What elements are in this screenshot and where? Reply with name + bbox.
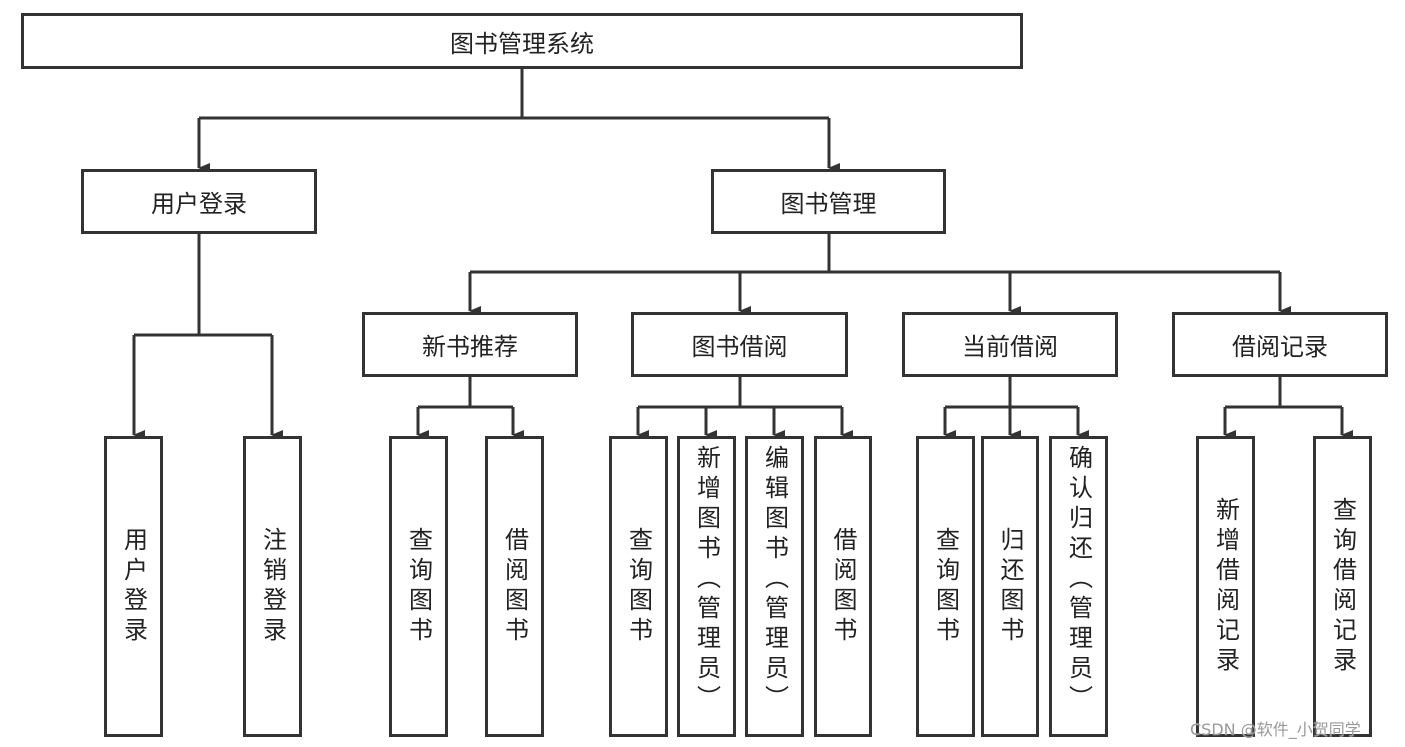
node-book-management: 图书管理 — [711, 169, 946, 234]
node-login: 用户登录 — [104, 436, 163, 737]
node-label: 归还图书 — [996, 526, 1024, 647]
node-user-login: 用户登录 — [81, 169, 317, 234]
node-edit-book-admin: 编辑图书（管理员） — [745, 436, 804, 737]
node-label: 用户登录 — [119, 526, 148, 647]
node-label: 借阅图书 — [500, 526, 529, 647]
node-label: 新增图书（管理员） — [692, 445, 721, 715]
node-borrow-records: 借阅记录 — [1172, 312, 1388, 377]
node-borrow-book: 借阅图书 — [814, 436, 872, 737]
node-book-borrow: 图书借阅 — [631, 312, 848, 377]
node-label: 图书管理系统 — [450, 29, 594, 58]
node-current-borrow: 当前借阅 — [902, 312, 1118, 377]
node-query-book: 查询图书 — [916, 436, 975, 737]
node-label: 查询图书 — [624, 526, 653, 647]
node-borrow-book: 借阅图书 — [485, 436, 544, 737]
node-label: 图书管理 — [780, 190, 877, 218]
node-label: 借阅记录 — [1232, 333, 1328, 361]
node-label: 查询图书 — [404, 526, 433, 647]
node-return-book: 归还图书 — [981, 436, 1039, 737]
node-root: 图书管理系统 — [21, 13, 1023, 69]
node-add-borrow-record: 新增借阅记录 — [1196, 436, 1255, 737]
watermark: CSDN @软件_小贺同学 — [1190, 720, 1361, 739]
node-label: 查询图书 — [931, 526, 960, 647]
node-label: 当前借阅 — [962, 333, 1058, 361]
node-query-book: 查询图书 — [389, 436, 448, 737]
node-label: 用户登录 — [151, 190, 247, 218]
node-label: 借阅图书 — [829, 526, 857, 647]
node-logout: 注销登录 — [243, 436, 302, 737]
node-label: 新增借阅记录 — [1211, 496, 1240, 677]
node-label: 注销登录 — [258, 526, 287, 647]
node-query-book: 查询图书 — [609, 436, 668, 737]
node-add-book-admin: 新增图书（管理员） — [677, 436, 736, 737]
node-label: 编辑图书（管理员） — [760, 445, 789, 715]
node-label: 确认归还（管理员） — [1064, 445, 1093, 715]
node-confirm-return-admin: 确认归还（管理员） — [1049, 436, 1108, 737]
node-query-borrow-record: 查询借阅记录 — [1313, 436, 1372, 737]
node-label: 新书推荐 — [422, 333, 518, 361]
node-new-book-recommend: 新书推荐 — [362, 312, 578, 377]
node-label: 图书借阅 — [691, 333, 788, 361]
node-label: 查询借阅记录 — [1328, 496, 1357, 677]
